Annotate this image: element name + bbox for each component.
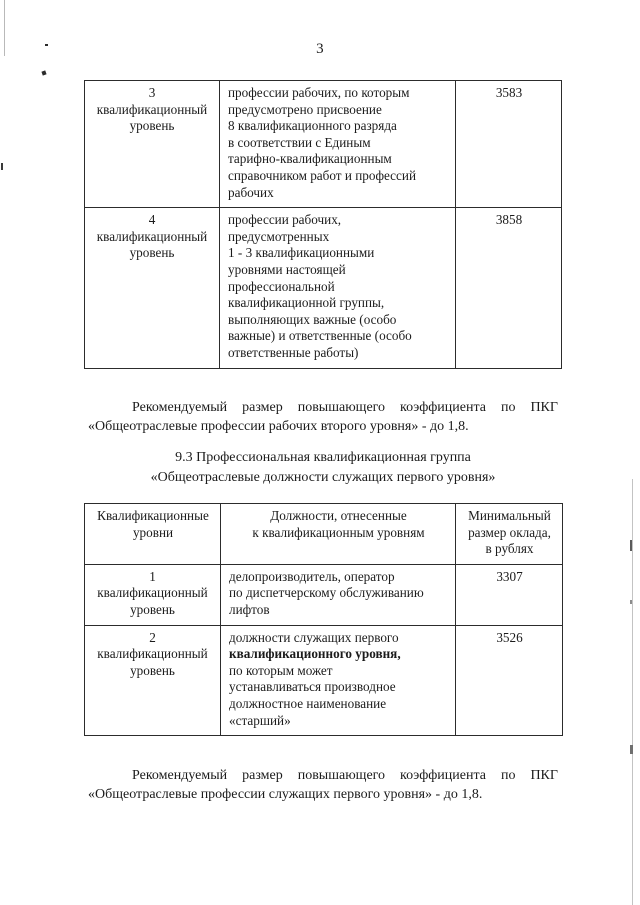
scan-artifact-left-rule xyxy=(4,0,5,56)
cell-text-line: «старший» xyxy=(229,712,291,728)
scan-artifact-speck xyxy=(630,540,632,551)
scan-artifact-speck xyxy=(630,745,633,754)
column-header-qualification-levels: Квалификационные уровни xyxy=(84,503,221,565)
column-header-minimum-salary: Минимальный размер оклада, в рублях xyxy=(455,503,563,565)
cell-text-line: уровень xyxy=(130,601,175,617)
cell-text-line: квалификационный xyxy=(97,646,208,662)
cell-text-line: Минимальный xyxy=(468,508,551,523)
recommended-coefficient-paragraph-workers: Рекомендуемый размер повышающего коэффиц… xyxy=(88,400,558,434)
cell-minimum-salary: 3307 xyxy=(455,563,563,626)
cell-qualification-level: 2 квалификационный уровень xyxy=(84,624,221,737)
cell-text-line: профессиональной xyxy=(228,278,335,294)
cell-text-line: предусмотрено присвоение xyxy=(228,101,382,117)
cell-text-line: 1 xyxy=(149,568,156,584)
scan-artifact-speck xyxy=(41,70,47,76)
cell-text-line: в соответствии с Единым xyxy=(228,134,371,150)
table-row: 2 квалификационный уровень должности слу… xyxy=(84,624,563,737)
qualification-levels-table-employees: Квалификационные уровни Должности, отнес… xyxy=(84,503,563,737)
cell-text-line: квалификационного уровня, xyxy=(229,646,401,662)
cell-text-line: уровни xyxy=(132,524,174,540)
cell-description: должности служащих первого квалификацион… xyxy=(220,624,456,737)
cell-text-line: в рублях xyxy=(485,541,534,557)
cell-text-line: к квалификационным уровням xyxy=(252,524,425,540)
section-heading-line-1: 9.3 Профессиональная квалификационная гр… xyxy=(175,450,471,465)
cell-text-line: ответственные работы) xyxy=(228,344,359,360)
cell-text-line: делопроизводитель, оператор xyxy=(229,568,395,584)
cell-text-line: 3 xyxy=(148,85,156,100)
cell-text-line: Квалификационные xyxy=(97,508,209,523)
cell-qualification-level: 3 квалификационный уровень xyxy=(84,79,220,209)
cell-text-line: тарифно-квалификационным xyxy=(228,151,392,167)
cell-text-line: 1 - 3 квалификационными xyxy=(228,245,375,261)
scan-artifact-speck xyxy=(45,44,48,46)
cell-text-line: предусмотренных xyxy=(228,228,330,244)
cell-description: профессии рабочих, по которым предусмотр… xyxy=(219,79,456,209)
cell-minimum-salary: 3583 xyxy=(455,79,562,209)
cell-text-line: 8 квалификационного разряда xyxy=(228,118,397,134)
scan-artifact-speck xyxy=(630,600,632,604)
cell-text-line: выполняющих важные (особо xyxy=(228,311,397,327)
cell-text-line: уровень xyxy=(129,245,175,261)
cell-text-line: уровень xyxy=(129,118,175,134)
cell-text-line: важные) и ответственные (особо xyxy=(228,328,412,344)
cell-text-line: квалификационный xyxy=(96,228,208,244)
cell-minimum-salary: 3526 xyxy=(455,624,563,737)
cell-text-line: устанавливаться производное xyxy=(229,679,396,695)
cell-text-line: лифтов xyxy=(229,601,270,617)
section-heading: 9.3 Профессиональная квалификационная гр… xyxy=(88,448,558,488)
recommended-coefficient-paragraph-employees: Рекомендуемый размер повышающего коэффиц… xyxy=(88,768,558,802)
cell-text-line: уровень xyxy=(130,662,175,678)
cell-text-line: 4 xyxy=(148,212,156,228)
table-row: 1 квалификационный уровень делопроизводи… xyxy=(84,563,563,626)
cell-text-line: квалификационный xyxy=(97,585,208,601)
cell-text-line: должности служащих первого xyxy=(229,629,399,645)
cell-text-line: уровнями настоящей xyxy=(228,261,346,277)
cell-text-line: 2 xyxy=(149,629,156,645)
scan-artifact-speck xyxy=(1,163,3,170)
cell-text-line: по которым может xyxy=(229,662,333,678)
cell-text-line: рабочих xyxy=(228,184,274,200)
column-header-positions: Должности, отнесенные к квалификационным… xyxy=(220,503,456,565)
table-row: 3 квалификационный уровень профессии раб… xyxy=(84,79,562,209)
cell-qualification-level: 1 квалификационный уровень xyxy=(84,563,221,626)
cell-description: делопроизводитель, оператор по диспетчер… xyxy=(220,563,456,626)
table-row: 4 квалификационный уровень профессии раб… xyxy=(84,207,562,369)
cell-text-line: профессии рабочих, по которым xyxy=(228,85,410,100)
scan-artifact-right-rule xyxy=(632,479,633,905)
cell-text-line: справочником работ и профессий xyxy=(228,167,416,183)
cell-text-line: размер оклада, xyxy=(468,524,551,540)
page-number: 3 xyxy=(316,41,324,57)
cell-text-line: Должности, отнесенные xyxy=(270,508,407,523)
cell-minimum-salary: 3858 xyxy=(455,207,562,369)
cell-text-line: квалификационный xyxy=(96,101,208,117)
qualification-levels-table-continued: 3 квалификационный уровень профессии раб… xyxy=(84,79,562,369)
cell-description: профессии рабочих, предусмотренных 1 - 3… xyxy=(219,207,456,369)
section-heading-line-2: «Общеотраслевые должности служащих перво… xyxy=(150,470,496,485)
cell-text-line: профессии рабочих, xyxy=(228,212,342,228)
table-header-row: Квалификационные уровни Должности, отнес… xyxy=(84,503,563,565)
cell-text-line: должностное наименование xyxy=(229,695,387,711)
cell-qualification-level: 4 квалификационный уровень xyxy=(84,207,220,369)
cell-text-line: по диспетчерскому обслуживанию xyxy=(229,585,424,601)
cell-text-line: квалификационной группы, xyxy=(228,295,385,311)
